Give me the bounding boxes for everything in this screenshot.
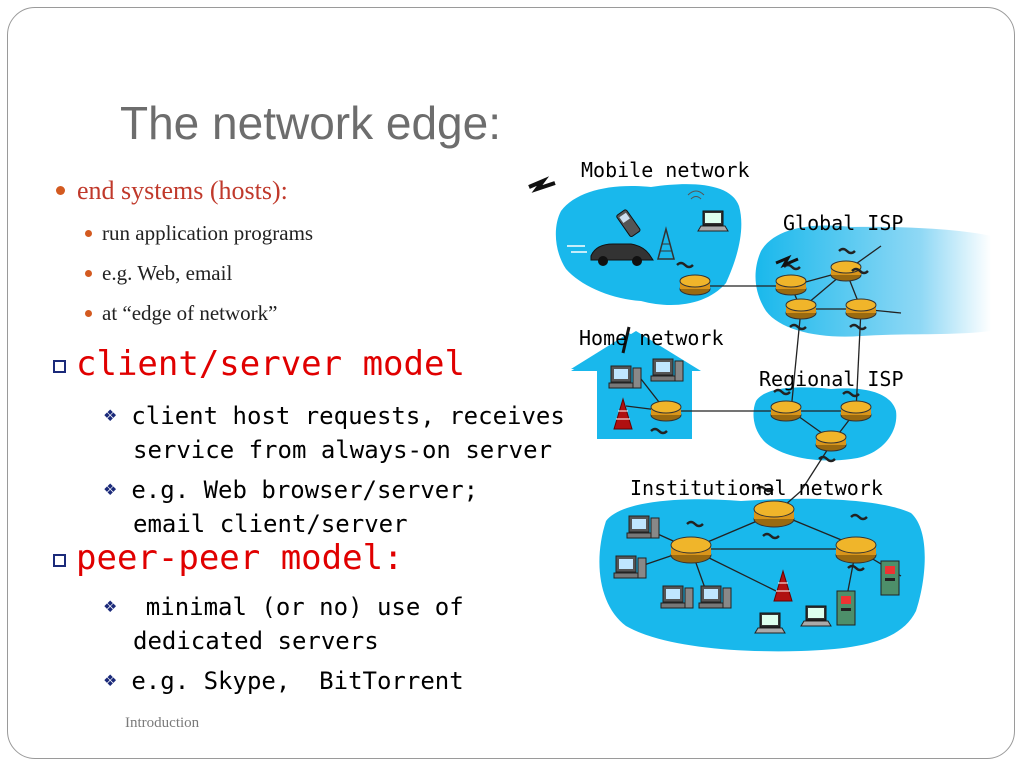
network-diagram: Mobile network Global ISP Home network R… [528, 158, 991, 652]
router-icon [785, 298, 817, 320]
slide-title: The network edge: [120, 97, 502, 149]
diamond-bullet-icon: ❖ [103, 482, 118, 499]
diamond-bullet-icon: ❖ [103, 673, 118, 690]
car-icon [567, 243, 654, 266]
checkbox-bullet-icon [53, 554, 66, 567]
client-server-item-2: ❖ e.g. Web browser/server; [103, 476, 478, 504]
label-global-isp: Global ISP [783, 211, 903, 235]
desktop-computer-icon [650, 358, 684, 382]
bullet-dot-icon [85, 269, 92, 277]
mobile-network-cloud [555, 184, 742, 306]
router-icon [770, 400, 802, 422]
wireless-signal-icon [687, 190, 705, 200]
sub-bullet-text: at “edge of network” [102, 301, 278, 325]
client-server-heading: client/server model [53, 344, 465, 384]
router-icon [775, 274, 807, 296]
peer-peer-item-1-line2: dedicated servers [133, 627, 379, 655]
peer-peer-item-2: ❖ e.g. Skype, BitTorrent [103, 667, 464, 695]
router-icon [679, 274, 711, 296]
checkbox-bullet-icon [53, 360, 66, 373]
peer-peer-item-1: ❖ minimal (or no) use of [103, 593, 464, 621]
label-institutional-network: Institutional network [630, 476, 883, 500]
peer-peer-heading-text: peer-peer model: [76, 538, 404, 578]
sub-bullet-3: at “edge of network” [85, 301, 278, 326]
label-home-network: Home network [579, 326, 724, 350]
link-wave-marks [650, 247, 869, 572]
desktop-computer-icon [613, 555, 647, 579]
client-server-heading-text: client/server model [76, 344, 465, 384]
desktop-computer-icon [660, 585, 694, 609]
client-server-item-1: ❖ client host requests, receives [103, 402, 565, 430]
footer-text: Introduction [125, 715, 200, 731]
item-line: e.g. Web browser/server; [131, 476, 479, 504]
wireless-link-icon [528, 176, 556, 193]
laptop-icon [754, 612, 786, 634]
laptop-icon [697, 210, 729, 232]
bullet-dot-icon [56, 185, 65, 195]
laptop-icon [800, 605, 832, 627]
label-mobile-network: Mobile network [581, 158, 750, 182]
router-icon [815, 430, 847, 452]
peer-peer-heading: peer-peer model: [53, 538, 404, 578]
label-regional-isp: Regional ISP [759, 367, 904, 391]
router-icon [830, 260, 862, 282]
bullet-dot-icon [85, 229, 92, 237]
item-line: client host requests, receives [131, 402, 565, 430]
sub-bullet-2: e.g. Web, email [85, 261, 232, 286]
router-icon [835, 536, 877, 564]
slide: The network edge: end systems (hosts): r… [7, 7, 1015, 759]
client-server-item-1-line2: service from always-on server [133, 436, 553, 464]
wireless-link-icon [621, 326, 631, 354]
diamond-bullet-icon: ❖ [103, 408, 118, 425]
server-icon [836, 590, 856, 626]
bullet-end-systems: end systems (hosts): [56, 176, 288, 206]
sub-bullet-1: run application programs [85, 221, 313, 246]
router-icon [650, 400, 682, 422]
client-server-item-2-line2: email client/server [133, 510, 408, 538]
router-icon [753, 500, 795, 528]
server-icon [880, 560, 900, 596]
bullet-heading: end systems (hosts): [77, 176, 288, 205]
diamond-bullet-icon: ❖ [103, 599, 118, 616]
wireless-link-icon [775, 254, 799, 269]
sub-bullet-text: e.g. Web, email [102, 261, 233, 285]
bullet-dot-icon [85, 309, 92, 317]
sub-bullet-text: run application programs [102, 221, 314, 245]
desktop-computer-icon [608, 365, 642, 389]
desktop-computer-icon [698, 585, 732, 609]
router-icon [845, 298, 877, 320]
cellphone-icon [616, 209, 641, 238]
router-icon [840, 400, 872, 422]
desktop-computer-icon [626, 515, 660, 539]
item-line: e.g. Skype, BitTorrent [131, 667, 464, 695]
router-icon [670, 536, 712, 564]
item-line: minimal (or no) use of [131, 593, 464, 621]
